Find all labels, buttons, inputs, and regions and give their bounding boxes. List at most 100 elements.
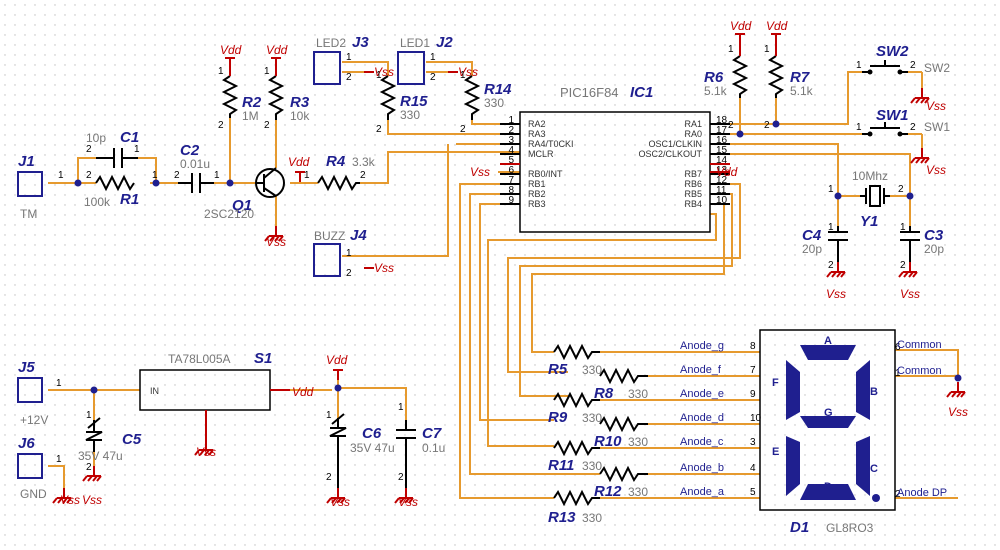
pin-number: 1 [346, 248, 352, 259]
ic1-pin-name: RA3 [528, 129, 546, 139]
ic1-pin-number: 8 [508, 185, 514, 196]
ic1-pin-name: OSC1/CLKIN [648, 139, 702, 149]
svg-text:R6: R6 [704, 69, 724, 86]
vss-label: Vss [900, 287, 920, 301]
pin-number: 2 [218, 120, 224, 131]
svg-text:S1: S1 [254, 350, 272, 367]
svg-text:BUZZ: BUZZ [314, 229, 345, 243]
svg-text:E: E [772, 446, 779, 458]
ic1-pin-name: RB0/INT [528, 169, 563, 179]
pin-number: 1 [218, 66, 224, 77]
svg-text:330: 330 [484, 96, 504, 110]
svg-text:330: 330 [582, 411, 602, 425]
svg-text:C6: C6 [362, 425, 382, 442]
connector-j3: LED2 J3 [313, 34, 369, 85]
ic1-pin-name: RB5 [684, 189, 702, 199]
pin-number: 1 [56, 378, 62, 389]
connector-j4: BUZZ J4 [313, 227, 367, 277]
svg-text:+12V: +12V [20, 413, 48, 427]
vdd-label: Vdd [292, 385, 314, 399]
vss-label: Vss [458, 65, 478, 79]
resistor-r11: R11 330 [548, 439, 602, 474]
ic1-right-pins: 18RA117RA016OSC1/CLKIN15OSC2/CLKOUT1413R… [638, 115, 730, 209]
svg-text:A: A [824, 335, 832, 347]
vdd-label: Vdd [716, 165, 738, 179]
anode-net-label: Anode_e [680, 388, 724, 400]
svg-text:0.1u: 0.1u [422, 441, 445, 455]
ic1-pin-number: 9 [508, 195, 514, 206]
pin-number: 2 [900, 260, 906, 271]
connector-j5: J5 +12V [17, 359, 48, 427]
anode-net-label: Anode_g [680, 340, 724, 352]
ic1-pin-number: 10 [716, 195, 728, 206]
junctions [74, 120, 962, 394]
resistor-r1: R1 100k [84, 174, 139, 209]
ic1-pin-number: 7 [508, 175, 514, 186]
ic1-pin-name: RA1 [684, 119, 702, 129]
vdd-label: Vdd [288, 155, 310, 169]
vss-label: Vss [374, 65, 394, 79]
anode-net-label: Anode_b [680, 462, 724, 474]
svg-text:35V 47u: 35V 47u [350, 441, 395, 455]
svg-text:IN: IN [150, 386, 159, 396]
capacitor-c1: C1 10p [86, 129, 139, 168]
resistor-r8: R8 330 [594, 367, 648, 402]
transistor-q1: Q1 2SC2120 [204, 167, 285, 221]
svg-text:2SC2120: 2SC2120 [204, 207, 254, 221]
anode-pin-number: 7 [750, 365, 756, 376]
anode-pin-number: 3 [750, 437, 756, 448]
pin-number: 1 [134, 144, 140, 155]
vss-label: Vss [398, 495, 418, 509]
ic1-pin-number: 15 [716, 145, 728, 156]
anode-pin-number: 10 [750, 413, 762, 424]
dp-pin-number: 2 [895, 489, 901, 500]
ic1-pin-name: RA2 [528, 119, 546, 129]
pin-number: 1 [264, 66, 270, 77]
vss-label: Vss [926, 99, 946, 113]
pin-number: 2 [430, 72, 436, 83]
svg-text:TM: TM [20, 207, 37, 221]
svg-text:D: D [824, 481, 832, 493]
svg-text:20p: 20p [924, 242, 944, 256]
svg-text:LED2: LED2 [316, 36, 346, 50]
svg-text:330: 330 [400, 108, 420, 122]
svg-text:330: 330 [628, 387, 648, 401]
svg-text:3.3k: 3.3k [352, 155, 376, 169]
ic1-pin-number: 11 [716, 185, 727, 196]
anode-pin-number: 9 [750, 389, 756, 400]
resistor-r4: R4 3.3k [317, 153, 376, 192]
svg-text:D1: D1 [790, 519, 809, 536]
wires [48, 61, 959, 499]
pin-number: 1 [430, 52, 436, 63]
svg-text:10p: 10p [86, 131, 106, 145]
ic1-pin-number: 12 [716, 175, 728, 186]
svg-text:Q1: Q1 [232, 197, 252, 214]
ic1-pin-number: 2 [508, 125, 514, 136]
ic1-pin-number: 6 [508, 165, 514, 176]
pin-number: 1 [398, 402, 404, 413]
common-pin-number: 6 [895, 342, 901, 353]
pin-number: 2 [174, 170, 180, 181]
svg-text:5.1k: 5.1k [790, 84, 814, 98]
connector-j2: LED1 J2 [397, 34, 453, 85]
svg-text:C5: C5 [122, 431, 142, 448]
switch-sw2: SW2 SW2 [862, 43, 950, 75]
vss-label: Vss [926, 163, 946, 177]
connector-j6: J6 GND [17, 435, 47, 501]
svg-text:J5: J5 [18, 359, 35, 376]
svg-text:R8: R8 [594, 385, 614, 402]
vdd-label: Vdd [266, 43, 288, 57]
ic1-pin-name: MCLR [528, 149, 554, 159]
ic1-pin-number: 4 [508, 145, 514, 156]
pin-number: 2 [828, 260, 834, 271]
pin-number: 2 [898, 184, 904, 195]
ic1-pin-name: RB7 [684, 169, 702, 179]
pin-number: 1 [214, 170, 220, 181]
svg-text:R15: R15 [400, 93, 428, 110]
resistor-r10: R10 330 [594, 415, 648, 450]
vdd-label: Vdd [220, 43, 242, 57]
